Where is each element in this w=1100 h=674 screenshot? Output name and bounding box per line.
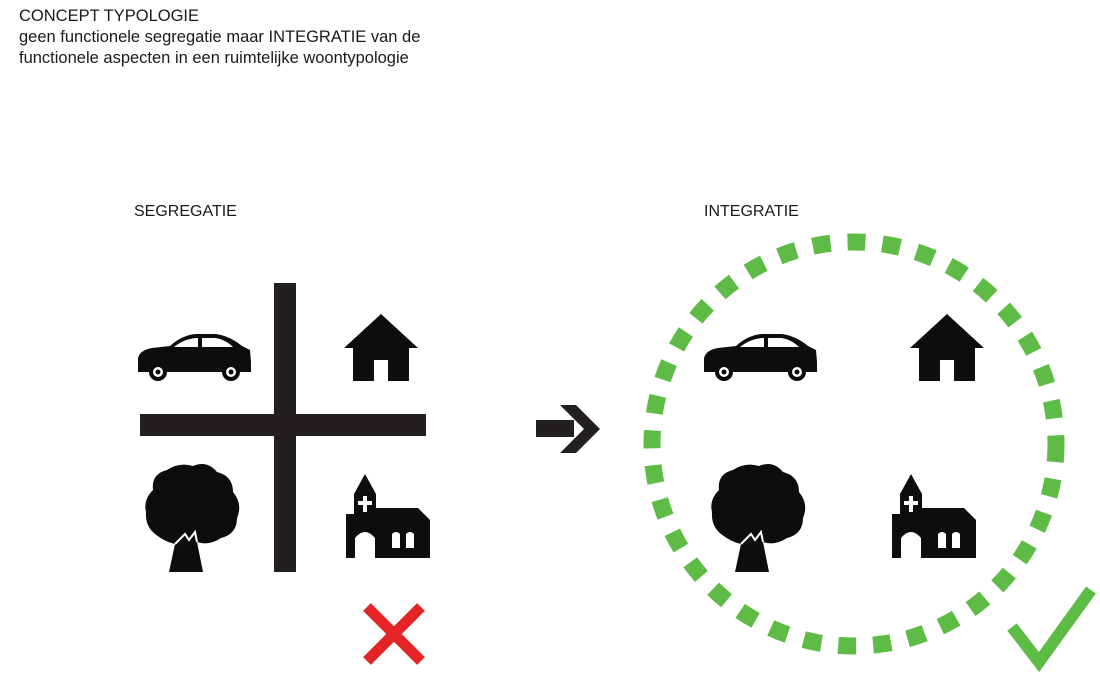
segregation-label: SEGREGATIE (134, 203, 237, 220)
subtitle-line-2: functionele aspecten in een ruimtelijke … (19, 49, 409, 67)
cross-divider-horizontal (140, 414, 426, 436)
title: CONCEPT TYPOLOGIE (19, 7, 200, 25)
integration-diagram (643, 233, 1096, 673)
segregation-diagram (138, 283, 430, 665)
car-icon (138, 334, 251, 381)
cross-icon (363, 603, 425, 665)
integration-circle (643, 233, 1065, 655)
car-icon (704, 334, 817, 381)
church-icon (892, 474, 976, 558)
church-icon (346, 474, 430, 558)
check-icon (1007, 586, 1096, 673)
subtitle-line-1: geen functionele segregatie maar INTEGRA… (19, 28, 421, 46)
arrow-right-icon (536, 405, 600, 453)
house-icon (910, 314, 984, 381)
tree-icon (710, 463, 807, 573)
house-icon (344, 314, 418, 381)
header: CONCEPT TYPOLOGIE geen functionele segre… (19, 6, 420, 69)
tree-icon (144, 463, 241, 573)
integration-label: INTEGRATIE (704, 203, 799, 220)
